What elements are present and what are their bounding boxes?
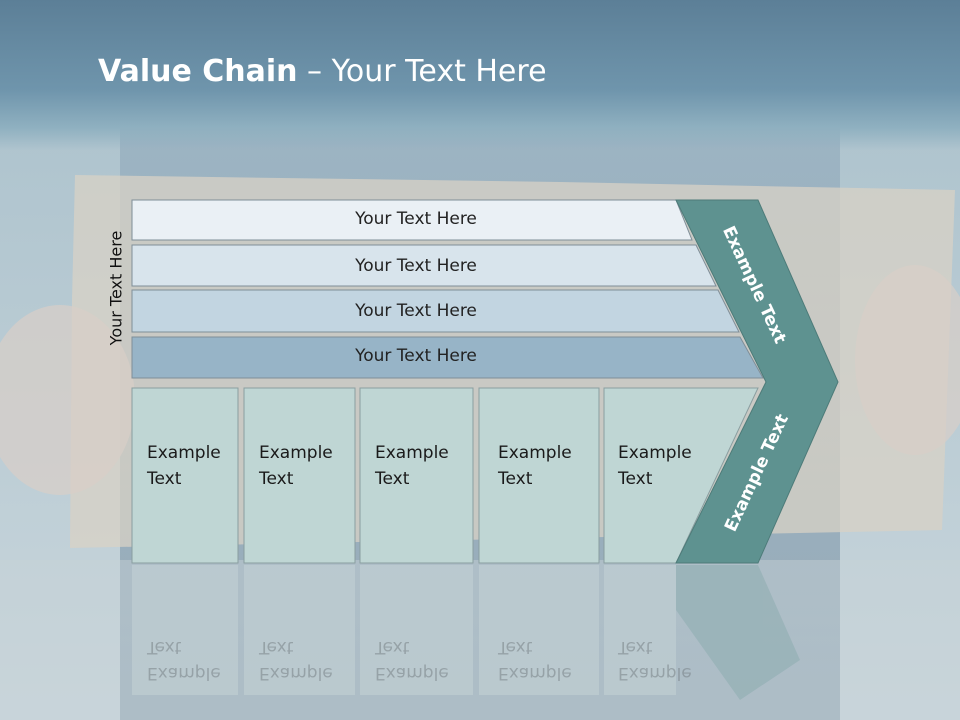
primary-box-4 bbox=[478, 387, 600, 564]
primary-box-2 bbox=[243, 387, 356, 564]
title-rest: – Your Text Here bbox=[297, 54, 547, 89]
primary-box-1 bbox=[131, 387, 239, 564]
header-band bbox=[0, 0, 960, 150]
support-bar-3-label: Your Text Here bbox=[355, 301, 477, 321]
support-bar-2-label: Your Text Here bbox=[355, 256, 477, 276]
support-bar-4 bbox=[131, 336, 764, 379]
margin-chevron bbox=[675, 199, 839, 564]
primary-box-3 bbox=[359, 387, 474, 564]
support-bar-4-label: Your Text Here bbox=[355, 346, 477, 366]
side-label: Your Text Here bbox=[106, 230, 126, 346]
support-bar-3 bbox=[131, 289, 740, 333]
title-bold: Value Chain bbox=[98, 54, 298, 89]
support-bar-1 bbox=[131, 199, 693, 241]
diagram-reflection bbox=[132, 565, 800, 700]
support-bar-1-label: Your Text Here bbox=[355, 209, 477, 229]
support-bar-2 bbox=[131, 244, 717, 287]
slide-title: Value Chain – Your Text Here bbox=[98, 54, 547, 89]
